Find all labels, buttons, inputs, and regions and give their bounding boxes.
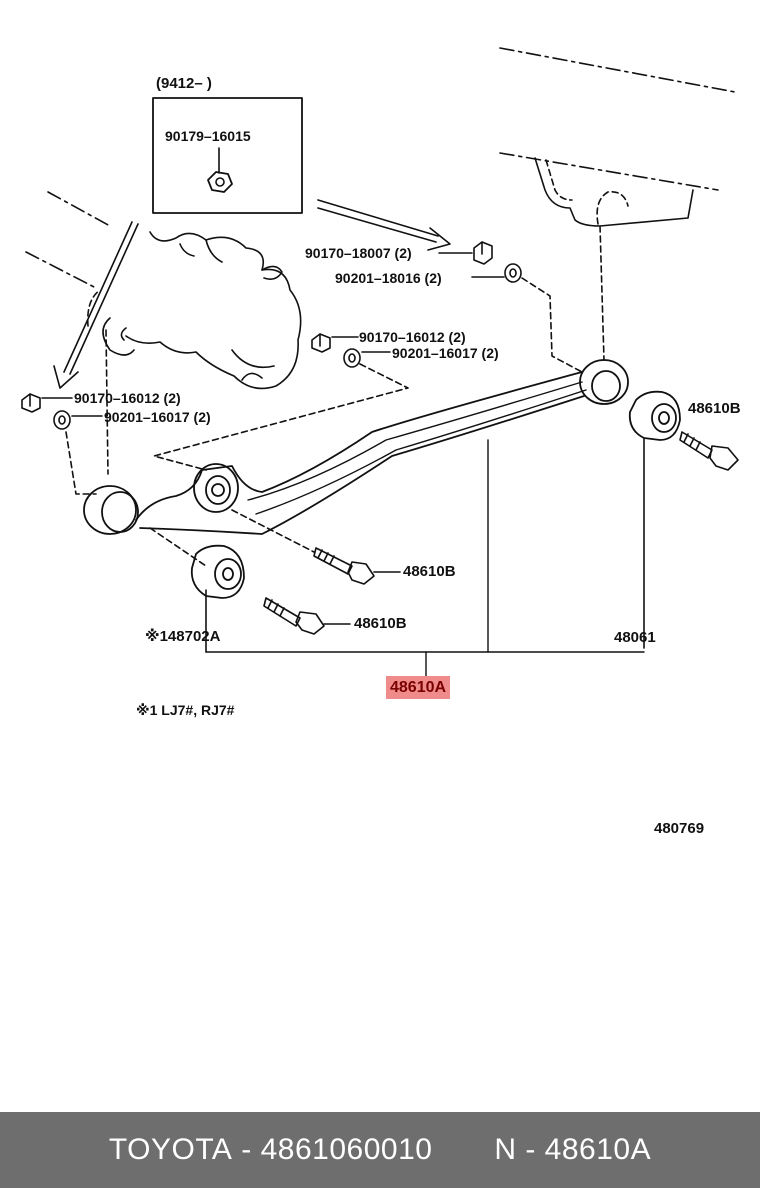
label-90201-16017-left[interactable]: 90201–16017 (2)	[104, 409, 211, 425]
axle-housing	[102, 231, 302, 390]
label-90170-16012-mid[interactable]: 90170–16012 (2)	[359, 329, 466, 345]
footer-bar: TOYOTA - 4861060010 N - 48610A	[0, 1112, 760, 1188]
label-90201-16017-mid[interactable]: 90201–16017 (2)	[392, 345, 499, 361]
nut-icon-18007	[473, 241, 493, 265]
label-90170-18007[interactable]: 90170–18007 (2)	[305, 245, 412, 261]
bushing-48061	[628, 390, 681, 441]
footer-gap	[432, 1133, 494, 1167]
body-bracket-right	[534, 157, 694, 227]
inset-date-range: (9412– )	[156, 75, 212, 92]
arrow-to-left	[53, 221, 139, 389]
bolt-icon-48610B-low	[263, 597, 325, 635]
diagram-id: 480769	[654, 820, 705, 837]
nut-icon-16012-mid	[311, 333, 331, 353]
body-outline-left	[25, 191, 111, 289]
footer-part-number: 4861060010	[260, 1133, 433, 1166]
label-48061[interactable]: 48061	[614, 629, 656, 646]
label-48610B-right[interactable]: 48610B	[688, 400, 741, 417]
washer-icon-16017-left	[53, 410, 71, 430]
nut-icon-16012-left	[21, 393, 41, 413]
arrow-to-top-right	[317, 199, 451, 251]
body-outline-top-right	[499, 47, 736, 191]
label-90170-16012-left[interactable]: 90170–16012 (2)	[74, 390, 181, 406]
label-48610B-mid[interactable]: 48610B	[403, 563, 456, 580]
label-148702A[interactable]: ※148702A	[145, 628, 221, 645]
footer-brand: TOYOTA	[108, 1133, 233, 1166]
footer-separator: -	[232, 1133, 261, 1166]
leader-48610A	[205, 439, 645, 677]
label-48610B-low[interactable]: 48610B	[354, 615, 407, 632]
label-48610A-highlighted[interactable]: 48610A	[386, 676, 451, 699]
parts-diagram	[21, 47, 739, 677]
washer-icon-16017-mid	[343, 348, 361, 368]
washer-icon-18016	[504, 263, 522, 283]
inset-box	[152, 97, 303, 214]
bushing-148702A	[190, 544, 245, 599]
bolt-icon-48610B-mid	[313, 547, 375, 585]
applicability-note: ※1 LJ7#, RJ7#	[136, 702, 235, 718]
footer-ref: N - 48610A	[494, 1133, 652, 1166]
inset-part-90179-16015[interactable]: 90179–16015	[165, 128, 251, 144]
label-90201-18016[interactable]: 90201–18016 (2)	[335, 270, 442, 286]
nut-icon-inset	[207, 171, 233, 193]
bolt-icon-48610B-right	[679, 431, 739, 471]
lower-control-arm	[83, 359, 629, 535]
